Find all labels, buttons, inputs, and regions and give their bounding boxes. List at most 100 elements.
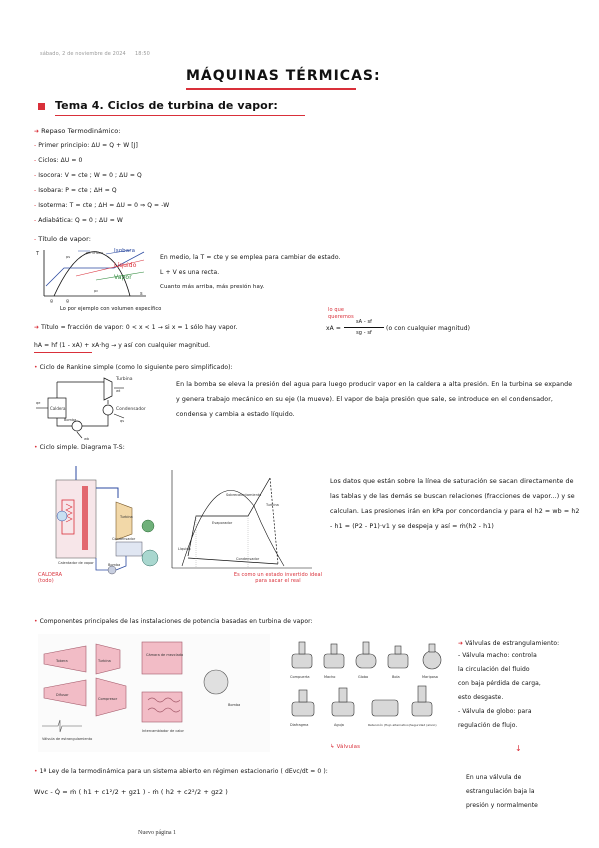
list-item: -Isobara: P = cte ; ΔH = Q xyxy=(34,187,117,194)
text-line: - Válvula macho: controla xyxy=(458,652,537,659)
lo-que-queremos: lo que queremos xyxy=(328,307,354,320)
arrow-icon: ➜ xyxy=(34,128,40,135)
page-date: sábado, 2 de noviembre de 2024 xyxy=(40,51,126,57)
valves-figure: Compuerta Macho Globo Bola Mariposa Diaf… xyxy=(290,641,442,727)
label-wb: wb xyxy=(84,437,90,441)
text-line: En una válvula de xyxy=(466,774,522,781)
es-como-label: Es como un estado invertido ideal para s… xyxy=(233,572,323,584)
plant-schematic: Turbina Condensador Bomba Calentador de … xyxy=(55,466,159,575)
list-item: -Adiabática: Q = 0 ; ΔU = W xyxy=(34,217,123,224)
ts-label-ps: ps xyxy=(66,255,70,259)
label-isobara: Isobara xyxy=(114,248,136,254)
valve-bola: Bola xyxy=(392,675,400,679)
titulo-vapor-note: Lo por ejemplo con volumen específico xyxy=(60,306,162,312)
ts-cycle-diagram: Sobrecalentamiento Evaporador Turbina Co… xyxy=(171,470,312,569)
page-title: MÁQUINAS TÉRMICAS: xyxy=(186,68,381,84)
repaso-list: -Primer principio: ΔU = Q + W [J] -Ciclo… xyxy=(34,142,169,232)
valvulas-caption: ↳ Válvulas xyxy=(330,744,361,750)
plant-label-turbina: Turbina xyxy=(119,515,133,519)
tema-bullet-icon xyxy=(38,103,45,110)
formula-denominator: sg - sf xyxy=(356,330,372,336)
valve-globo: Globo xyxy=(358,675,368,679)
comp-label-valvula: Válvula de estrangulamiento xyxy=(42,737,92,741)
comp-label-compresor: Compresor xyxy=(98,697,118,701)
hA-underline xyxy=(34,352,92,353)
list-item: -Primer principio: ΔU = Q + W [J] xyxy=(34,142,139,149)
label-wt: wt xyxy=(116,389,121,393)
plant-label-calentador: Calentador de vapor xyxy=(58,561,94,565)
titulo-vapor-heading: -Título de vapor: xyxy=(34,235,92,243)
label-qs: qs xyxy=(120,419,124,423)
titulo-fraccion-line2: hA = hf (1 - xA) + xA·hg → y así con cua… xyxy=(34,342,211,349)
ciclo-ts-paragraph: Los datos que están sobre la línea de sa… xyxy=(330,478,580,530)
ts-label-pc: pc xyxy=(94,289,98,293)
ts-label-critico: pc. crítico xyxy=(86,251,103,255)
comp-label-intercambiador: Intercambiador de calor xyxy=(142,729,185,733)
valve-seguridad: Seguridad (alivio) xyxy=(410,723,437,727)
formula-fraction: sA - sf sg - sf xyxy=(344,319,384,336)
valve-aguja: Aguja xyxy=(334,723,344,727)
tema-underline xyxy=(55,115,305,116)
rankine-schematic: Caldera Turbina wt Condensador qs Bomba … xyxy=(36,376,146,441)
plant-label-bomba: Bomba xyxy=(108,563,120,567)
valve-diafragma: Diafragma xyxy=(290,723,308,727)
formula-note: (o con cualquier magnitud) xyxy=(386,325,471,332)
componentes-heading: •Componentes principales de las instalac… xyxy=(34,618,313,625)
text-line: la circulación del fluido xyxy=(458,666,530,673)
valvulas-side-text2: En una válvula de estrangulación baja la… xyxy=(466,774,538,816)
comp-label-difusor: Difusor xyxy=(56,693,69,697)
valvulas-side-text: ➜Válvulas de estrangulamiento: - Válvula… xyxy=(458,640,559,736)
text-line: regulación de flujo. xyxy=(458,722,518,729)
text-line: esto desgaste. xyxy=(458,694,504,701)
ts-axis-t: T xyxy=(36,251,40,257)
text-line: estrangulación baja la xyxy=(466,788,535,795)
rankine-heading: •Ciclo de Rankine simple (como lo siguie… xyxy=(34,364,233,371)
text-line: presión y normalmente xyxy=(466,802,538,809)
repaso-heading: ➜Repaso Termodinámico: xyxy=(34,127,121,135)
label-bomba: Bomba xyxy=(64,418,76,422)
caldera-todo-label: CALDERA (todo) xyxy=(38,572,63,584)
comp-label-turbina: Turbina xyxy=(97,659,111,663)
list-item: -Isoterma: T = cte ; ΔH = ΔU = 0 ⇒ Q = -… xyxy=(34,202,170,209)
primera-ley-line: •1ª Ley de la termodinámica para un sist… xyxy=(34,768,328,775)
ts-label-condensador: Condensador xyxy=(236,557,260,561)
formula-numerator: sA - sf xyxy=(355,319,373,325)
comp-label-tobera: Tobera xyxy=(55,659,68,663)
text-line: - Válvula de globo: para xyxy=(458,708,532,715)
tema-heading: Tema 4. Ciclos de turbina de vapor: xyxy=(55,99,278,112)
valve-mariposa: Mariposa xyxy=(422,675,438,679)
text-line: L + V es una recta. xyxy=(160,269,220,276)
text-line: En medio, la T = cte y se emplea para ca… xyxy=(160,254,341,261)
comp-label-bomba: Bomba xyxy=(228,703,240,707)
titulo-vapor-text: En medio, la T = cte y se emplea para ca… xyxy=(160,254,341,299)
ts-label-sobrecalentamiento: Sobrecalentamiento xyxy=(226,493,261,497)
ts-label-g2: g xyxy=(66,299,69,304)
ciclo-ts-heading: •Ciclo simple. Diagrama T-S: xyxy=(34,444,125,451)
label-caldera: Caldera xyxy=(50,406,66,411)
text-line: ➜Válvulas de estrangulamiento: xyxy=(458,640,560,647)
components-figure: Tobera Turbina Cámara de mezclado Difuso… xyxy=(38,634,270,752)
comp-label-camara: Cámara de mezclado xyxy=(146,653,183,657)
down-arrow-icon: ↓ xyxy=(515,744,522,753)
formula-lhs: xA = xyxy=(326,325,341,332)
title-underline xyxy=(186,88,356,90)
page-time: 18:50 xyxy=(135,51,150,57)
valve-macho: Macho xyxy=(324,675,335,679)
label-turbina: Turbina xyxy=(115,376,133,382)
list-item: -Isocora: V = cte ; W = 0 ; ΔU = Q xyxy=(34,172,142,179)
ts-label-g: g xyxy=(50,299,53,304)
text-line: Cuanto más arriba, más presión hay. xyxy=(160,284,265,290)
label-qe: qe xyxy=(36,401,40,405)
text-line: con baja pérdida de carga, xyxy=(458,680,541,687)
valve-compuerta: Compuerta xyxy=(290,675,310,679)
primera-ley-equation: Wvc - Q̇ = ṁ ( h1 + c1²/2 + gz1 ) - ṁ ( … xyxy=(34,788,228,796)
ts-label-turbina: Turbina xyxy=(265,503,279,507)
ts-label-liquido: Líquido xyxy=(178,547,191,551)
valve-retencion: Retención (flujo alternativo) xyxy=(368,723,410,727)
label-liquido: Líquido xyxy=(114,262,137,269)
plant-label-condensador: Condensador xyxy=(112,537,136,541)
titulo-fraccion-line: ➜Título = fracción de vapor: 0 < x < 1 →… xyxy=(34,324,238,331)
label-vapor: Vapor xyxy=(114,274,132,281)
rankine-paragraph: En la bomba se eleva la presión del agua… xyxy=(176,381,573,418)
list-item: -Ciclos: ΔU = 0 xyxy=(34,157,83,164)
